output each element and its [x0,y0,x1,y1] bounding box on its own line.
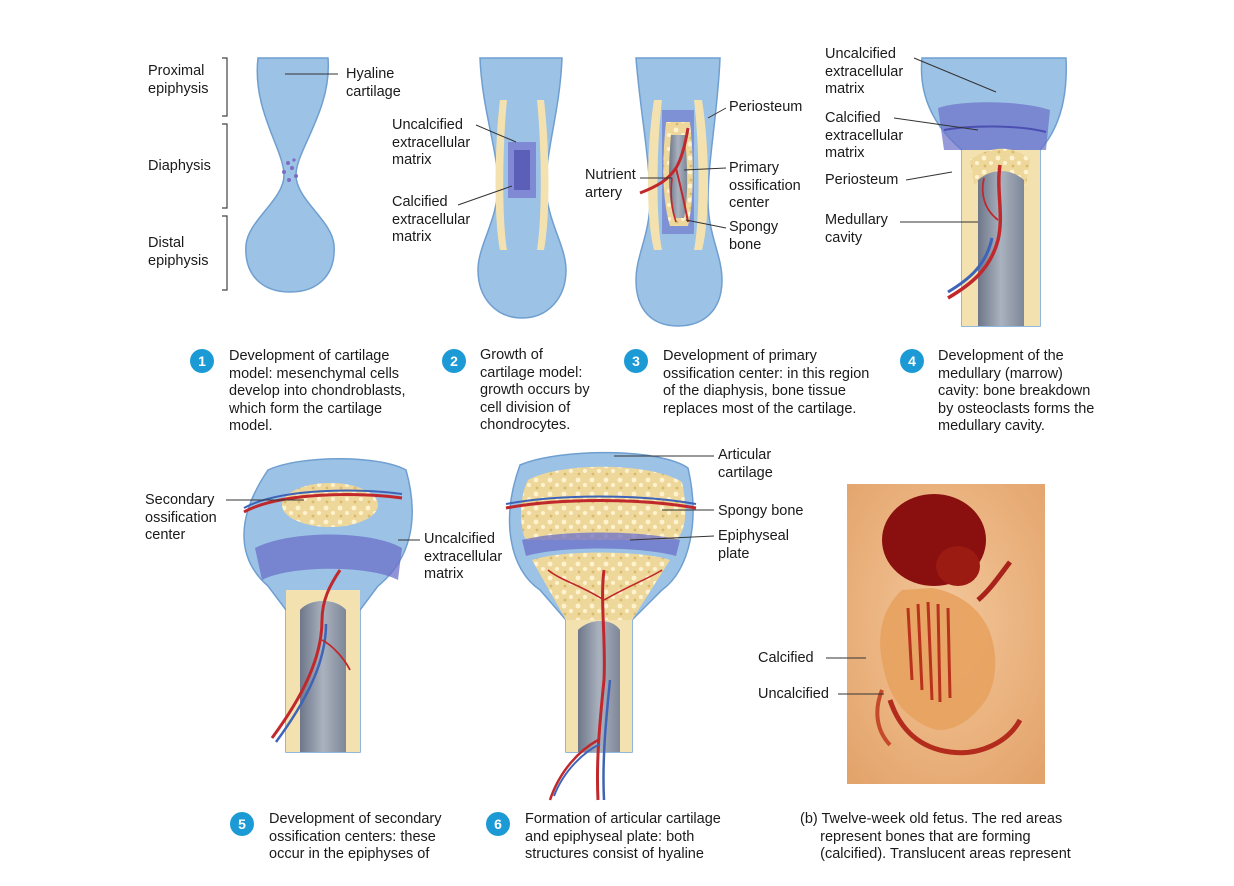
step-badge-2: 2 [442,349,466,373]
caption-stage-2: Growth of cartilage model: growth occurs… [480,347,590,433]
label-uncalcified-matrix-4: Uncalcified extracellular matrix [825,46,904,97]
label-calcified-matrix-2: Calcified extracellular matrix [392,194,471,245]
label-diaphysis: Diaphysis [148,158,211,174]
label-uncalcified-matrix-5: Uncalcified extracellular matrix [424,531,503,582]
label-hyaline-cartilage: Hyaline cartilage [346,66,401,100]
label-secondary-ossification-center: Secondary ossification center [145,492,217,543]
label-periosteum-4: Periosteum [825,172,899,188]
stage4-medullary-cavity [920,57,1068,327]
caption-stage-3: Development of primary ossification cent… [663,348,870,417]
label-proximal-epiphysis: Proximal epiphysis [148,63,209,97]
stage5-secondary-ossification [243,458,413,753]
caption-stage-5: Development of secondary ossification ce… [269,811,442,862]
caption-stage-1: Development of cartilage model: mesenchy… [229,348,406,434]
label-spongy-bone-3: Spongy bone [729,219,779,253]
label-nutrient-artery: Nutrient artery [585,167,636,201]
label-spongy-bone-6: Spongy bone [718,503,804,519]
step-badge-5: 5 [230,812,254,836]
step-badge-3: 3 [624,349,648,373]
label-distal-epiphysis: Distal epiphysis [148,235,209,269]
label-epiphyseal-plate: Epiphyseal plate [718,528,789,562]
caption-photo-b: (b) Twelve-week old fetus. The red areas… [800,811,1071,862]
label-calcified-photo: Calcified [758,650,814,666]
label-medullary-cavity: Medullary cavity [825,212,888,246]
label-calcified-matrix-4: Calcified extracellular matrix [825,110,904,161]
step-badge-4: 4 [900,349,924,373]
stage6-articular-epiphyseal [505,451,697,801]
label-articular-cartilage: Articular cartilage [718,447,773,481]
fetus-photo [847,484,1045,784]
label-uncalcified-matrix-2: Uncalcified extracellular matrix [392,117,471,168]
label-periosteum-3: Periosteum [729,99,803,115]
step-badge-6: 6 [486,812,510,836]
stage1-cartilage-model [245,57,335,293]
caption-stage-4: Development of the medullary (marrow) ca… [938,348,1095,434]
caption-stage-6: Formation of articular cartilage and epi… [525,811,721,862]
stage2-cartilage-model [477,57,567,319]
stage1-brackets [222,57,228,291]
label-uncalcified-photo: Uncalcified [758,686,829,702]
label-primary-ossification-center: Primary ossification center [729,160,801,211]
step-badge-1: 1 [190,349,214,373]
stage3-primary-ossification [635,57,723,327]
